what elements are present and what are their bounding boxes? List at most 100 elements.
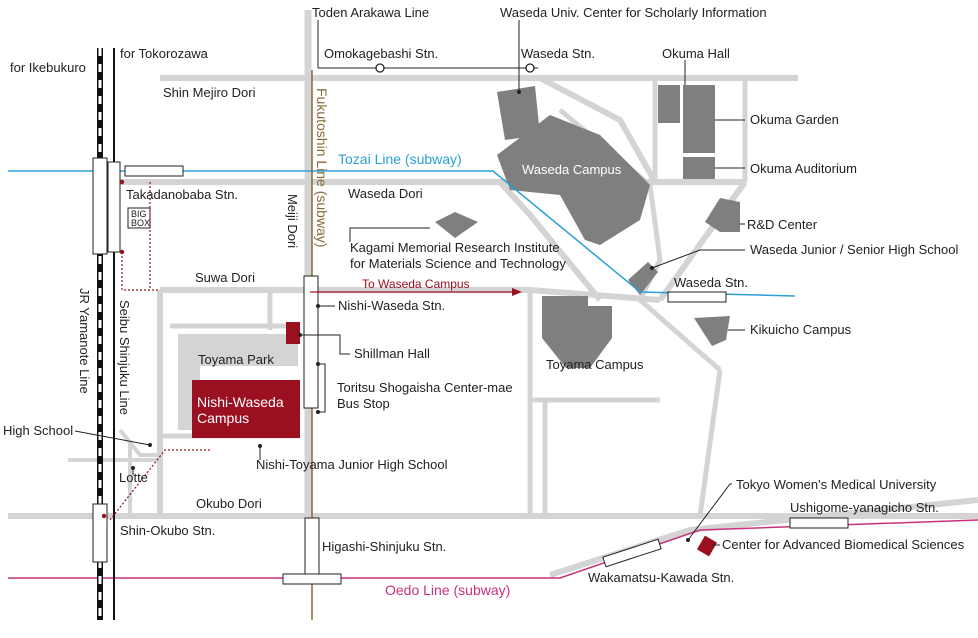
- label-toyama-park: Toyama Park: [198, 352, 274, 367]
- label-okuma-auditorium: Okuma Auditorium: [750, 161, 857, 176]
- dot-toritsu-2: [316, 410, 320, 414]
- label-high-school: High School: [3, 423, 73, 438]
- dot-shillman: [298, 333, 302, 337]
- campus-north-road: [538, 75, 658, 184]
- waseda-toden-station-marker: [525, 63, 535, 73]
- leader-kagami: [349, 227, 430, 242]
- label-meiji-dori: Meiji Dori: [285, 194, 300, 248]
- route-dotted-3: [109, 449, 210, 521]
- label-waseda-scholarly: Waseda Univ. Center for Scholarly Inform…: [500, 5, 767, 20]
- label-higashi-shinjuku: Higashi-Shinjuku Stn.: [322, 539, 446, 554]
- label-for-ikebukuro: for Ikebukuro: [10, 60, 86, 75]
- to-waseda-arrow-head: [512, 288, 522, 296]
- scholarly-info-building: [497, 86, 540, 140]
- label-kagami-2: for Materials Science and Technology: [350, 256, 566, 271]
- dot-takadanobaba-red-2: [119, 249, 125, 255]
- label-kikuicho: Kikuicho Campus: [750, 322, 852, 337]
- label-waseda-stn-toden: Waseda Stn.: [521, 46, 595, 61]
- southeast-road: [549, 497, 978, 578]
- label-shin-mejiro-dori: Shin Mejiro Dori: [163, 85, 256, 100]
- dot-tokyo-womens: [686, 538, 690, 542]
- okuma-auditorium-building: [683, 157, 715, 179]
- east-south-road: [697, 369, 723, 517]
- leader-waseda-junior: [651, 249, 745, 269]
- okuma-garden-building: [683, 85, 715, 153]
- label-wakamatsu: Wakamatsu-Kawada Stn.: [588, 570, 734, 585]
- label-ushigome: Ushigome-yanagicho Stn.: [790, 500, 939, 515]
- label-lotte: Lotte: [119, 470, 148, 485]
- lotte-road: [118, 428, 160, 457]
- leader-high-school: [74, 430, 151, 446]
- east-diagonal-road: [638, 298, 722, 372]
- kikuicho-campus-building: [694, 316, 730, 346]
- takadanobaba-tozai-marker: [124, 165, 184, 177]
- higashi-shinjuku-oedo-marker: [282, 573, 342, 585]
- dot-high-school: [148, 443, 152, 447]
- higashi-shinjuku-vertical-marker: [304, 517, 320, 575]
- takadanobaba-jr-marker: [92, 157, 108, 255]
- toyama-campus-building: [542, 296, 612, 368]
- wakamatsu-kawada-marker: [602, 538, 662, 568]
- label-kagami-1: Kagami Memorial Research Institute: [350, 240, 560, 255]
- label-nishi-waseda-campus-2: Campus: [197, 410, 249, 426]
- buildings: [192, 85, 740, 557]
- kagami-institute-building: [435, 212, 478, 238]
- label-waseda-dori: Waseda Dori: [348, 186, 423, 201]
- labels: Toden Arakawa Line Waseda Univ. Center f…: [3, 5, 965, 598]
- advanced-biomedical-building: [696, 535, 718, 557]
- label-seibu-shinjuku: Seibu Shinjuku Line: [117, 300, 132, 415]
- dot-takadanobaba-red: [119, 179, 125, 185]
- label-to-waseda-campus: To Waseda Campus: [362, 277, 470, 291]
- nishi-waseda-station-marker: [303, 275, 319, 409]
- label-okuma-garden: Okuma Garden: [750, 112, 839, 127]
- label-waseda-stn-subway: Waseda Stn.: [674, 275, 748, 290]
- label-okubo-dori: Okubo Dori: [196, 496, 262, 511]
- label-nishi-waseda-stn: Nishi-Waseda Stn.: [338, 298, 445, 313]
- label-big: BIG: [131, 209, 147, 219]
- takadanobaba-seibu-marker: [107, 161, 121, 253]
- label-shillman-hall: Shillman Hall: [354, 346, 430, 361]
- label-center-advanced: Center for Advanced Biomedical Sciences: [722, 537, 965, 552]
- campus-diagonal-road: [497, 179, 603, 302]
- rd-center-building: [705, 198, 740, 232]
- leader-dots: [101, 90, 690, 542]
- stations: [92, 63, 849, 585]
- label-toritsu-2: Bus Stop: [337, 396, 390, 411]
- label-box: BOX: [131, 218, 150, 228]
- label-waseda-junior: Waseda Junior / Senior High School: [750, 242, 958, 257]
- nishi-waseda-campus-block: [192, 380, 300, 438]
- okuma-hall-building: [658, 85, 680, 123]
- dot-scholarly: [517, 90, 521, 94]
- leader-tokyo-womens: [687, 483, 732, 541]
- label-shin-okubo: Shin-Okubo Stn.: [120, 523, 215, 538]
- label-omokagebashi: Omokagebashi Stn.: [324, 46, 438, 61]
- toyama-park-strip: [192, 352, 298, 366]
- label-waseda-campus: Waseda Campus: [522, 162, 622, 177]
- dot-waseda-junior: [650, 266, 654, 270]
- label-tozai-line: Tozai Line (subway): [338, 151, 462, 167]
- ushigome-marker: [789, 517, 849, 529]
- leader-shillman: [300, 334, 350, 355]
- shin-okubo-marker: [92, 503, 108, 563]
- leader-toritsu: [318, 363, 326, 413]
- waseda-junior-building: [628, 262, 658, 295]
- waseda-tozai-marker: [667, 291, 727, 303]
- label-toyama-campus: Toyama Campus: [546, 357, 644, 372]
- waseda-campus-building: [497, 115, 650, 245]
- label-oedo-line: Oedo Line (subway): [385, 582, 510, 598]
- label-okuma-hall: Okuma Hall: [662, 46, 730, 61]
- dot-lotte: [131, 466, 135, 470]
- shillman-hall-building: [286, 322, 300, 344]
- dot-shin-okubo-red: [101, 513, 107, 519]
- label-toritsu-1: Toritsu Shogaisha Center-mae: [337, 380, 513, 395]
- label-rd-center: R&D Center: [747, 217, 818, 232]
- label-nishi-waseda-campus-1: Nishi-Waseda: [197, 394, 284, 410]
- label-takadanobaba: Takadanobaba Stn.: [126, 187, 238, 202]
- dot-nishi-waseda: [316, 304, 320, 308]
- label-suwa-dori: Suwa Dori: [195, 270, 255, 285]
- walking-route: [109, 182, 522, 521]
- label-tokyo-womens: Tokyo Women's Medical University: [736, 477, 937, 492]
- dot-nishi-toyama: [258, 444, 262, 448]
